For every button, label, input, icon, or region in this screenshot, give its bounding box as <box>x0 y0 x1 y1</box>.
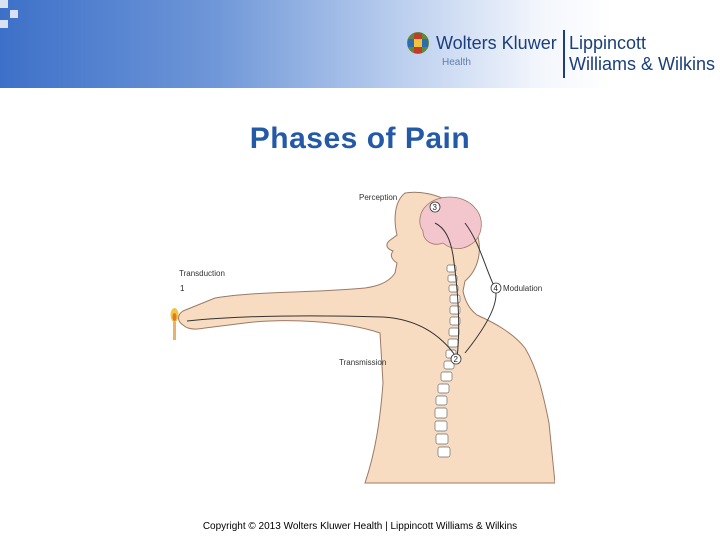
pain-phases-illustration: Perception Transduction Modulation Trans… <box>170 191 555 484</box>
label-transmission: Transmission <box>339 358 386 367</box>
marker-2: 2 <box>454 355 459 364</box>
logo-divider <box>563 30 565 78</box>
ascending-pathway <box>186 222 460 360</box>
flame-icon <box>170 308 179 340</box>
slide-title: Phases of Pain <box>249 122 471 155</box>
publisher-line-1: Lippincott <box>569 33 647 53</box>
wolters-kluwer-logo-icon <box>407 32 429 54</box>
spine <box>434 264 461 458</box>
marker-4: 4 <box>494 284 499 293</box>
label-perception: Perception <box>359 193 397 202</box>
marker-4-circle <box>490 282 502 294</box>
marker-3-circle <box>429 201 441 213</box>
label-transduction: Transduction <box>179 269 225 278</box>
marker-3: 3 <box>433 203 438 212</box>
brain-shape <box>419 196 482 249</box>
logo-company-name: Wolters Kluwer <box>436 33 557 53</box>
label-modulation: Modulation <box>503 284 542 293</box>
body-silhouette <box>178 191 555 484</box>
publisher-logo: Lippincott Williams & Wilkins <box>569 33 715 75</box>
marker-2-circle <box>450 353 462 365</box>
logo-division: Health <box>442 57 471 68</box>
marker-1: 1 <box>180 284 185 293</box>
corner-decoration <box>0 0 40 30</box>
header-banner <box>0 0 720 88</box>
publisher-line-2: Williams & Wilkins <box>569 54 715 74</box>
copyright-footer: Copyright © 2013 Wolters Kluwer Health |… <box>202 521 518 532</box>
